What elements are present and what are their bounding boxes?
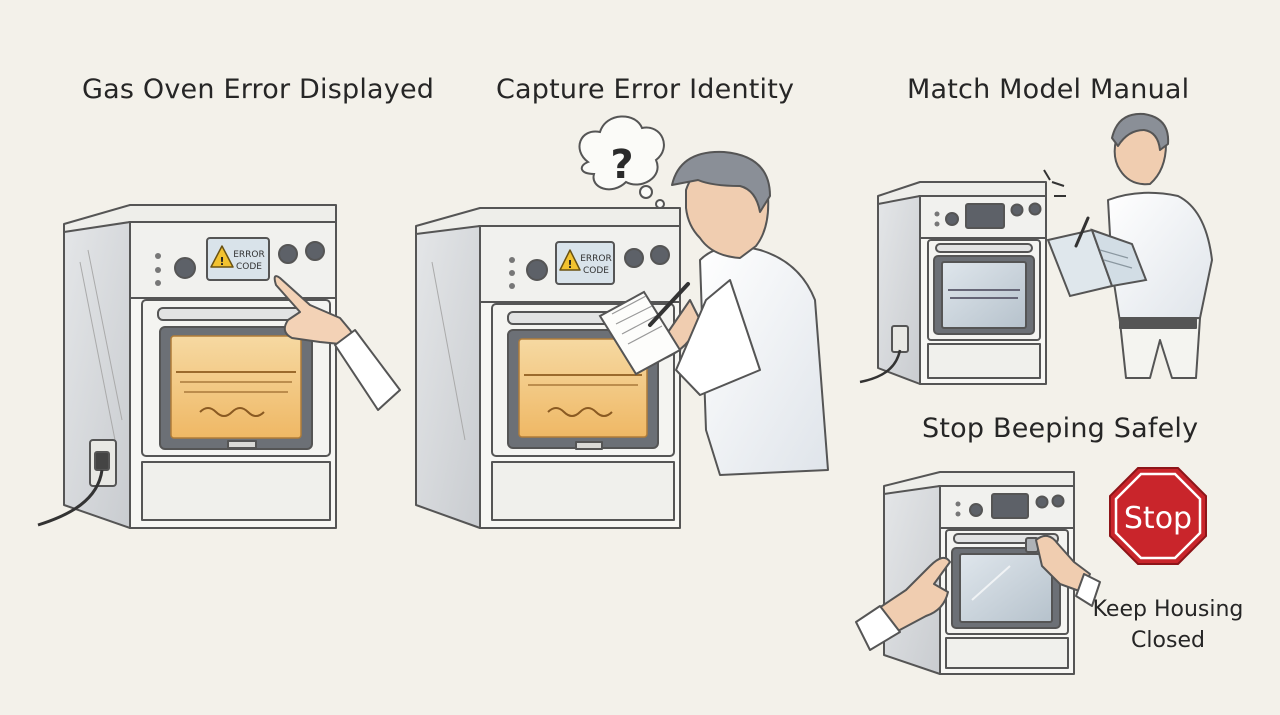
warning-triangle-icon bbox=[210, 245, 234, 268]
panel-2-title: Capture Error Identity bbox=[496, 74, 795, 105]
svg-text:!: ! bbox=[219, 255, 224, 268]
svg-text:!: ! bbox=[567, 258, 572, 271]
pointing-hand bbox=[273, 275, 401, 411]
hand-right bbox=[1035, 534, 1101, 607]
attention-lines bbox=[1043, 169, 1066, 197]
man-writing bbox=[629, 150, 829, 476]
hand-left bbox=[855, 556, 951, 651]
stop-sign-icon: Stop bbox=[1109, 467, 1207, 565]
caption-line-1: Keep Housing bbox=[1092, 597, 1244, 622]
stop-sign-text: Stop bbox=[1124, 501, 1192, 536]
question-mark-icon: ? bbox=[610, 142, 633, 188]
power-plug-icon bbox=[94, 451, 110, 471]
panel-3-title: Match Model Manual bbox=[907, 74, 1190, 105]
oven-1: ! bbox=[37, 204, 337, 529]
keep-housing-closed-caption: Keep Housing Closed bbox=[1088, 594, 1248, 656]
pen-icon bbox=[648, 282, 690, 327]
panel-1-title: Gas Oven Error Displayed bbox=[82, 74, 435, 105]
oven-3 bbox=[859, 181, 1047, 385]
caption-line-2: Closed bbox=[1131, 628, 1205, 653]
notepad-icon bbox=[598, 290, 682, 376]
oven-2: ! bbox=[415, 207, 681, 529]
error-code-display-1-line-2: CODE bbox=[236, 262, 262, 272]
thought-bubble bbox=[578, 115, 665, 209]
error-code-display-2-line-1: ERROR bbox=[580, 254, 612, 264]
manual-book-icon bbox=[1046, 228, 1148, 298]
man-reading bbox=[1107, 112, 1213, 379]
warning-triangle-icon-2 bbox=[559, 249, 581, 271]
error-code-display-1-line-1: ERROR bbox=[233, 250, 265, 260]
panel-4-title: Stop Beeping Safely bbox=[922, 413, 1199, 444]
pen-icon-2 bbox=[1074, 216, 1090, 248]
oven-4 bbox=[883, 471, 1075, 675]
error-code-display-2-line-2: CODE bbox=[583, 266, 609, 276]
